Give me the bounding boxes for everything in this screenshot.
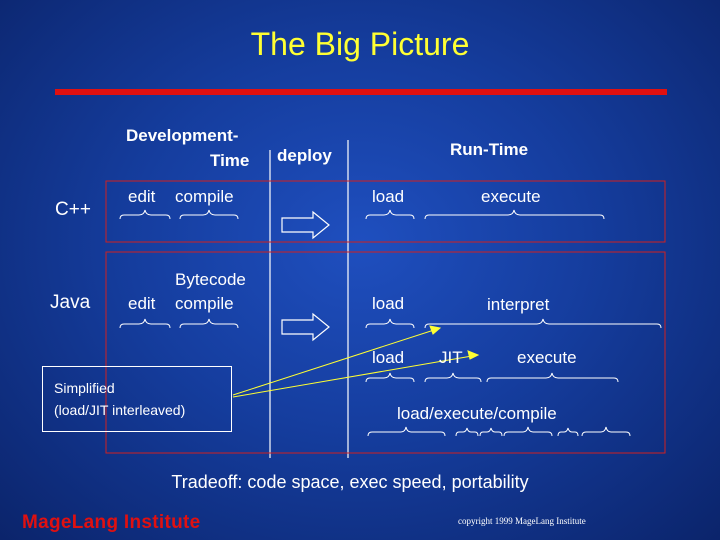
cpp-load-brace [365,209,415,220]
java-jit-brace [424,372,482,383]
cpp-deploy-arrow [281,210,330,240]
run-time-header: Run-Time [450,140,529,159]
java-load2-label: load [372,348,405,367]
cpp-execute-label: execute [481,187,541,206]
java-load-brace [365,318,415,329]
java-interpret-brace [424,318,662,329]
pointer-arrowhead-lower [467,350,480,360]
java-bytecode-label: Bytecode [175,270,246,289]
institute-logo-text: MageLang Institute [22,512,201,533]
java-compile-brace [179,318,239,329]
interleaved-brace-4 [503,426,553,437]
java-load2-brace [365,372,415,383]
cpp-edit-brace [119,209,171,220]
title-underline [55,89,667,95]
dev-time-header-line1: Development- [126,126,239,145]
java-load-execute-compile-label: load/execute/compile [397,404,557,423]
note-line1: Simplified [54,380,115,396]
interleaved-brace-6 [581,426,631,437]
pointer-line-upper [232,329,435,396]
interleaved-brace-2 [455,427,479,437]
java-compile-label: compile [175,294,234,313]
java-edit-label: edit [128,294,156,313]
interleaved-brace-1 [367,426,446,437]
cpp-row-box [105,180,666,243]
page-title: The Big Picture [250,26,470,62]
cpp-load-label: load [372,187,405,206]
cpp-execute-brace [424,209,605,220]
tradeoff-text: Tradeoff: code space, exec speed, portab… [171,472,529,492]
java-execute-brace [486,372,619,383]
note-line2: (load/JIT interleaved) [54,402,186,418]
java-jit-label: JIT [439,348,463,367]
cpp-row-label: C++ [55,199,91,220]
cpp-compile-brace [179,209,239,220]
simplified-note-box: Simplified (load/JIT interleaved) [42,366,232,432]
java-execute-label: execute [517,348,577,367]
interleaved-brace-3 [479,427,503,437]
java-row-box [105,251,666,454]
java-edit-brace [119,318,171,329]
pointer-line-lower [232,355,473,398]
java-deploy-arrow [281,312,330,342]
deploy-header: deploy [277,146,332,165]
java-interpret-label: interpret [487,295,550,314]
java-row-label: Java [50,292,91,313]
dev-time-header-line2: Time [210,151,250,170]
cpp-compile-label: compile [175,187,234,206]
java-load-label: load [372,294,405,313]
cpp-edit-label: edit [128,187,156,206]
pointer-arrowhead-upper [429,325,442,335]
copyright-text: copyright 1999 MageLang Institute [458,516,586,526]
interleaved-brace-5 [557,427,579,437]
